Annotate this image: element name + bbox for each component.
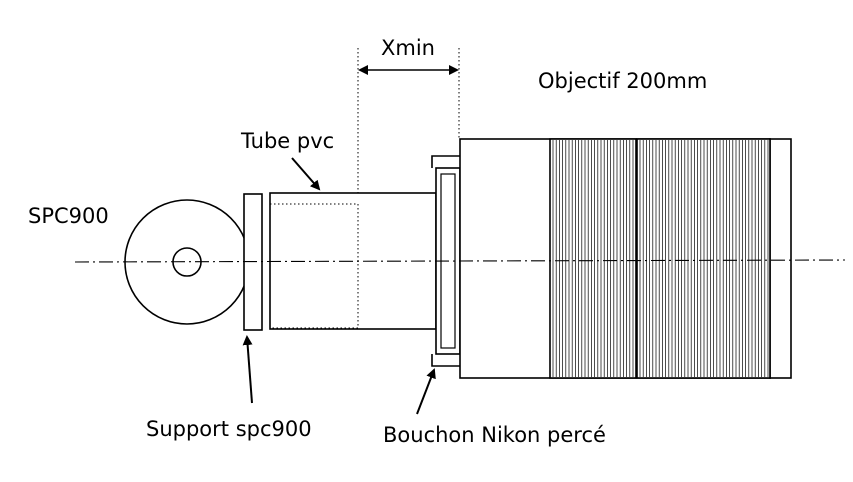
objectif-label: Objectif 200mm	[538, 69, 707, 93]
tube-label: Tube pvc	[240, 129, 334, 153]
bouchon-label: Bouchon Nikon percé	[383, 423, 606, 447]
tube-pointer-arrow	[291, 157, 321, 191]
nikon-cap-bottom-bracket	[431, 354, 460, 367]
nikon-cap-top-bracket	[431, 155, 460, 168]
optical-axis	[74, 259, 846, 263]
support-label: Support spc900	[146, 417, 312, 441]
lens-grip-ring-2	[636, 138, 771, 379]
pvc-tube-inner-dotted	[269, 203, 359, 329]
lens-front-ring	[769, 138, 792, 379]
spc900-label: SPC900	[28, 204, 109, 228]
support-pointer-arrow	[242, 335, 253, 404]
lens-grip-ring-1	[549, 138, 637, 379]
bouchon-pointer-arrow	[416, 368, 436, 415]
xmin-label: Xmin	[381, 36, 435, 60]
